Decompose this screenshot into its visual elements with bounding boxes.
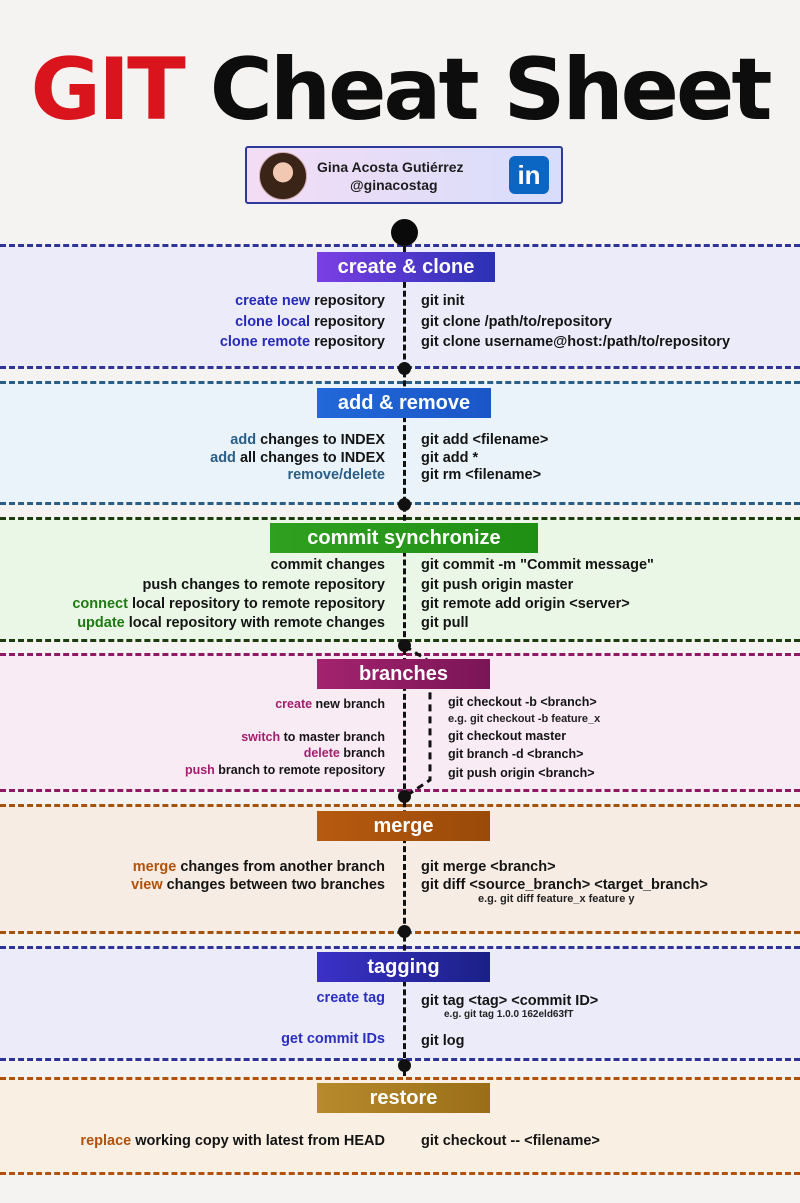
commit-node-icon	[398, 639, 411, 652]
list-item: connect local repository to remote repos…	[72, 596, 385, 612]
list-item: create new repository	[235, 293, 385, 309]
command-text: git rm <filename>	[421, 467, 542, 483]
divider	[0, 517, 800, 520]
page-title: GIT Cheat Sheet	[0, 40, 800, 140]
command-text: git branch -d <branch>	[448, 747, 584, 761]
author-name: Gina Acosta Gutiérrez	[317, 159, 464, 175]
list-item: get commit IDs	[281, 1031, 385, 1047]
list-item: clone local repository	[235, 314, 385, 330]
command-text: git checkout -- <filename>	[421, 1133, 600, 1149]
author-card: Gina Acosta Gutiérrez @ginacostag in	[245, 146, 563, 204]
command-text: git pull	[421, 615, 469, 631]
command-text: git add *	[421, 450, 479, 466]
list-item: create tag	[316, 990, 385, 1006]
example-note: e.g. git diff feature_x feature y	[478, 893, 635, 905]
command-text: git checkout master	[448, 729, 567, 743]
command-text: git push origin master	[421, 577, 574, 593]
list-item: update local repository with remote chan…	[77, 615, 385, 631]
command-text: git clone /path/to/repository	[421, 314, 612, 330]
divider	[0, 1077, 800, 1080]
commit-node-icon	[398, 1059, 411, 1072]
command-text: git log	[421, 1033, 465, 1049]
list-item: commit changes	[270, 557, 385, 573]
commit-node-icon	[398, 790, 411, 803]
title-git: GIT	[30, 40, 186, 140]
divider	[0, 1172, 800, 1175]
divider	[0, 381, 800, 384]
list-item: view changes between two branches	[131, 877, 385, 893]
section-header-tagging: tagging	[317, 952, 490, 982]
list-item: add changes to INDEX	[230, 432, 385, 448]
start-node-icon	[391, 219, 418, 246]
command-text: git commit -m "Commit message"	[421, 557, 654, 573]
section-header-branches: branches	[317, 659, 490, 689]
section-header-merge: merge	[317, 811, 490, 841]
command-text: git remote add origin <server>	[421, 596, 630, 612]
section-header-add-remove: add & remove	[317, 388, 491, 418]
list-item: push branch to remote repository	[184, 763, 385, 777]
list-item: remove/delete	[287, 467, 385, 483]
branch-line-icon	[404, 644, 432, 798]
command-text: git merge <branch>	[421, 859, 556, 875]
commit-node-icon	[398, 498, 411, 511]
command-text: git clone username@host:/path/to/reposit…	[421, 334, 731, 350]
avatar	[259, 152, 307, 200]
command-text: git checkout -b <branch>	[448, 695, 597, 709]
commit-node-icon	[398, 362, 411, 375]
example-note: e.g. git tag 1.0.0 162eld63fT	[444, 1009, 574, 1020]
command-text: git tag <tag> <commit ID>	[421, 993, 599, 1009]
list-item: delete branch	[303, 746, 385, 760]
section-header-commit: commit synchronize	[270, 523, 538, 553]
list-item: push changes to remote repository	[142, 577, 385, 593]
title-cheat-sheet: Cheat Sheet	[209, 40, 773, 140]
author-handle: @ginacostag	[350, 177, 438, 193]
list-item: clone remote repository	[219, 334, 385, 350]
list-item: replace working copy with latest from HE…	[80, 1133, 385, 1149]
section-header-restore: restore	[317, 1083, 490, 1113]
commit-node-icon	[398, 925, 411, 938]
command-text: git add <filename>	[421, 432, 549, 448]
divider	[0, 653, 800, 656]
list-item: merge changes from another branch	[132, 859, 385, 875]
divider	[0, 946, 800, 949]
list-item: switch to master branch	[241, 730, 385, 744]
example-note: e.g. git checkout -b feature_x	[448, 713, 601, 725]
command-text: git push origin <branch>	[448, 766, 595, 780]
command-text: git diff <source_branch> <target_branch>	[421, 877, 708, 893]
list-item: create new branch	[275, 697, 385, 711]
list-item: add all changes to INDEX	[210, 450, 385, 466]
divider	[0, 804, 800, 807]
linkedin-icon[interactable]: in	[509, 156, 549, 194]
section-header-create-clone: create & clone	[317, 252, 495, 282]
command-text: git init	[421, 293, 465, 309]
